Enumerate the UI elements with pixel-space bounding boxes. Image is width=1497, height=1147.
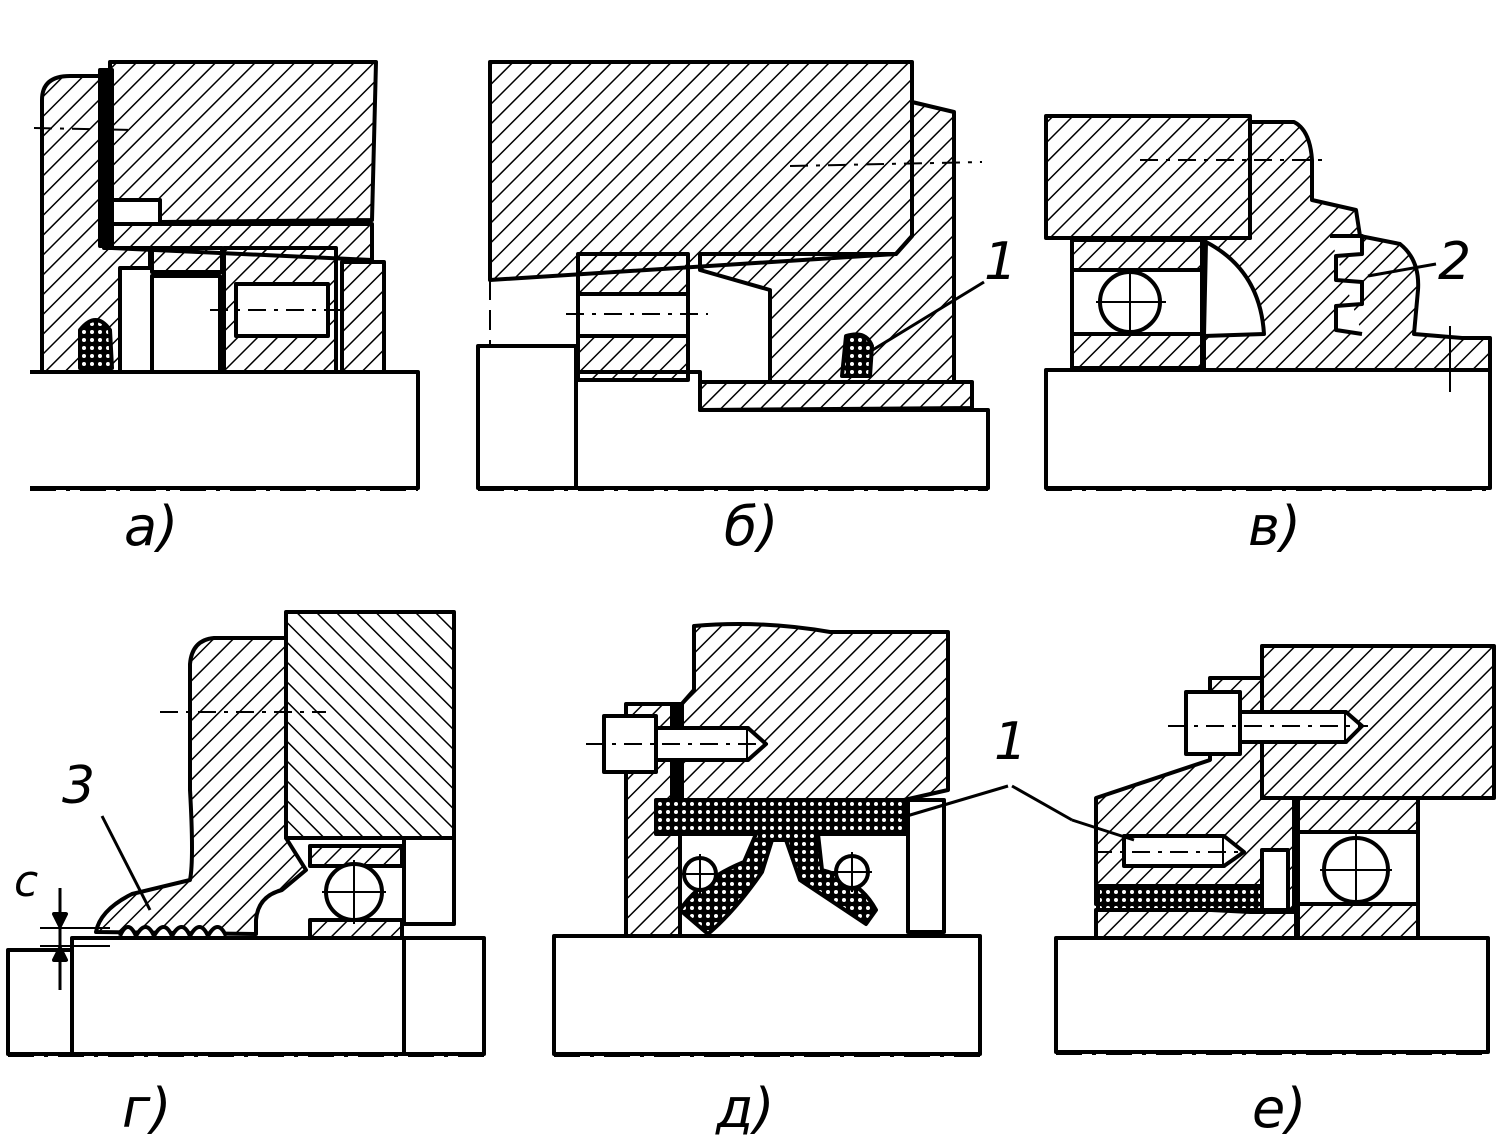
panel-g-drawing [6, 610, 486, 1057]
callout-d-1: 1 [994, 712, 1028, 772]
panel-a-shaft [30, 370, 420, 490]
panel-b-shaft-step [476, 344, 578, 490]
panel-v-bearing-outer [1070, 238, 1204, 272]
caption-panel-v: в) [1248, 495, 1301, 558]
panel-e-bolt-head [1184, 690, 1242, 756]
panel-d-drawing [552, 622, 982, 1057]
panel-v-leader-2 [1367, 262, 1437, 278]
panel-d-spacer [906, 798, 946, 934]
panel-a-inner-ring-left [150, 246, 224, 274]
panel-e-groove [1260, 848, 1290, 912]
panel-b-spacer-bottom [576, 334, 690, 382]
dimension-gap-label: с [14, 856, 39, 907]
panel-e-drawing [1054, 644, 1496, 1055]
panel-g-shaft [70, 936, 406, 1056]
caption-panel-a: а) [124, 495, 179, 558]
caption-panel-b: б) [724, 495, 779, 558]
panel-g-cover [94, 636, 308, 936]
panel-a-lock-washer [340, 260, 386, 374]
panel-b-spacer-top [576, 252, 690, 296]
panel-a-felt-seal [78, 318, 114, 370]
panel-d-leaders [899, 784, 1135, 842]
panel-e-shaft [1054, 936, 1490, 1054]
callout-v-2: 2 [1438, 232, 1472, 292]
panel-g-shaft-left [6, 948, 74, 1056]
panel-g-groove-row [118, 925, 228, 938]
panel-g-bearing-inner [308, 918, 404, 940]
panel-a-drawing [30, 60, 420, 491]
panel-a-cover-gasket [98, 68, 114, 248]
panel-g-housing-lower [304, 836, 456, 926]
panel-a-bearing-space [150, 274, 222, 374]
panel-b-oring [840, 332, 874, 378]
panel-a-cover [40, 74, 152, 374]
panel-g-housing [284, 610, 456, 840]
panel-d-housing [678, 622, 950, 802]
panel-e-felt [1096, 884, 1264, 912]
panel-b-housing [488, 60, 914, 282]
panel-e-bearing-outer [1296, 796, 1420, 834]
panel-d-shaft [552, 934, 982, 1056]
panel-v-inner-sleeve [1202, 240, 1266, 338]
panel-g-leader-3 [100, 815, 152, 911]
caption-panel-g: г) [122, 1077, 172, 1140]
panel-b-cover [698, 100, 956, 384]
panel-v-shaft [1044, 368, 1492, 490]
caption-panel-e: е) [1252, 1077, 1307, 1140]
panel-a-housing [108, 60, 378, 224]
panel-b-leader-1 [865, 280, 985, 356]
panel-e-sleeve [1094, 908, 1298, 940]
panel-e-bearing-inner [1296, 902, 1420, 940]
panel-v-housing [1044, 114, 1252, 240]
panel-b-shaft [574, 370, 990, 490]
panel-v-drawing [1044, 114, 1492, 491]
panel-v-bearing-inner [1070, 332, 1204, 370]
caption-panel-d: д) [716, 1077, 775, 1140]
panel-b-sleeve [698, 380, 974, 412]
callout-g-3: 3 [62, 756, 96, 816]
callout-b-1: 1 [984, 232, 1018, 292]
panel-g-shaft-right [402, 936, 486, 1056]
panel-b-drawing [476, 60, 990, 491]
panel-v-labyrinth [1330, 234, 1364, 336]
